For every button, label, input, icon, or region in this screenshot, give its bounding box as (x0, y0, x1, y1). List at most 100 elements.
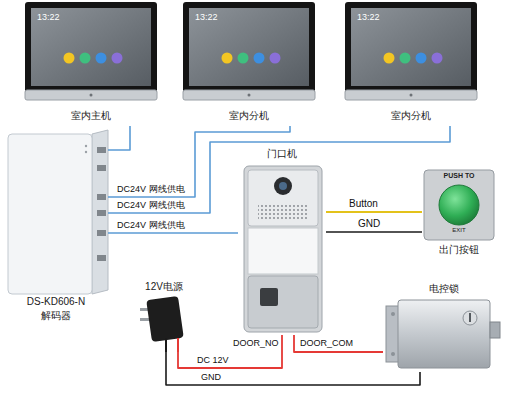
status-led (85, 145, 87, 147)
cable (108, 126, 450, 213)
wire-label: GND (357, 218, 381, 230)
reader-module (248, 276, 318, 328)
decoder-side (92, 130, 108, 294)
cable (166, 352, 420, 385)
indoor-monitor: 13:22 室内主机 (25, 2, 157, 126)
electric-lock (386, 300, 500, 368)
keyhole (469, 313, 471, 322)
station-frame (244, 166, 322, 332)
app-icon (238, 53, 249, 64)
app-icon (416, 53, 427, 64)
app-icon (270, 53, 281, 64)
network-port (97, 194, 106, 200)
wire-label: DC24V 网线供电 (116, 184, 186, 194)
decoder-front (8, 134, 92, 294)
network-port (97, 210, 106, 216)
monitor-frame (345, 2, 477, 98)
power-adapter (140, 296, 184, 352)
pin-label: DOOR_NO (232, 338, 280, 348)
cable (326, 211, 422, 213)
lock-bolt (490, 322, 500, 338)
monitor-screen (31, 8, 151, 86)
home-dot (410, 94, 413, 97)
app-icon (80, 53, 91, 64)
wire-label: DC24V 网线供电 (116, 220, 186, 230)
adapter-body (146, 296, 184, 342)
device-label: 室内主机 (71, 110, 111, 122)
cable (294, 335, 383, 352)
network-port (97, 147, 106, 153)
wire-label: Button (348, 198, 379, 210)
monitor-trim (25, 90, 157, 100)
wire-label: DC24V 网线供电 (116, 200, 186, 210)
app-icon (64, 53, 75, 64)
device-label: 室内分机 (229, 110, 269, 122)
indoor-monitor (25, 2, 157, 100)
power-adapter-box: 12V电源 (134, 280, 194, 352)
speaker-grille (258, 204, 308, 220)
lock-cylinder (463, 311, 477, 325)
app-icon (222, 53, 233, 64)
camera-lens (274, 177, 292, 195)
status-led (85, 151, 87, 153)
card-reader (260, 288, 278, 306)
network-port (97, 230, 106, 236)
indoor-monitor (345, 2, 477, 100)
exit-button-box: PUSH TO EXIT 出门按钮 (422, 168, 496, 260)
button-print: PUSH TO (444, 172, 475, 180)
home-dot (90, 94, 93, 97)
wire-label: DC 12V (196, 355, 230, 365)
electric-lock-box: 电控锁 (383, 282, 505, 372)
device-label: 解码器 (41, 310, 71, 322)
device-label: 室内分机 (391, 110, 431, 122)
button-plate (424, 170, 494, 240)
network-port (97, 255, 106, 261)
lock-screw (391, 352, 395, 356)
app-icon (432, 53, 443, 64)
app-icon (96, 53, 107, 64)
cable (326, 231, 422, 233)
clock-time: 13:22 (357, 12, 380, 22)
device-label: 12V电源 (145, 281, 183, 293)
pin-label: DOOR_COM (299, 338, 354, 348)
cable (108, 126, 290, 197)
device-label: 门口机 (267, 148, 297, 160)
clock-time: 13:22 (37, 12, 60, 22)
door-station-box: 门口机 (238, 148, 326, 335)
door-station (244, 166, 322, 332)
app-icon (254, 53, 265, 64)
lock-body (398, 300, 490, 368)
network-port (97, 165, 106, 171)
app-icon (384, 53, 395, 64)
indoor-monitor: 13:22 室内分机 (183, 2, 315, 126)
button-dome (439, 185, 479, 225)
device-label: 出门按钮 (439, 244, 479, 256)
app-icon (112, 53, 123, 64)
adapter-cable (177, 338, 179, 352)
clock-time: 13:22 (195, 12, 218, 22)
device-label: 电控锁 (429, 283, 459, 295)
decoder-unit (8, 130, 108, 294)
cable (178, 335, 282, 368)
monitor-screen (351, 8, 471, 86)
monitor-trim (345, 90, 477, 100)
monitor-trim (183, 90, 315, 100)
camera-module (248, 170, 318, 226)
model-number: DS-KD606-N (27, 296, 85, 308)
cable (108, 126, 130, 150)
cable (108, 232, 238, 234)
adapter-cable (165, 338, 167, 352)
home-dot (248, 94, 251, 97)
indoor-monitor (183, 2, 315, 100)
lock-screw (391, 312, 395, 316)
name-card (248, 228, 318, 274)
camera-glass (279, 182, 287, 190)
monitor-screen (189, 8, 309, 86)
app-icon (400, 53, 411, 64)
monitor-frame (25, 2, 157, 98)
decoder-box: DS-KD606-N 解码器 (4, 128, 108, 324)
wire-label: GND (200, 372, 222, 382)
indoor-monitor: 13:22 室内分机 (345, 2, 477, 126)
button-print: EXIT (452, 227, 465, 234)
